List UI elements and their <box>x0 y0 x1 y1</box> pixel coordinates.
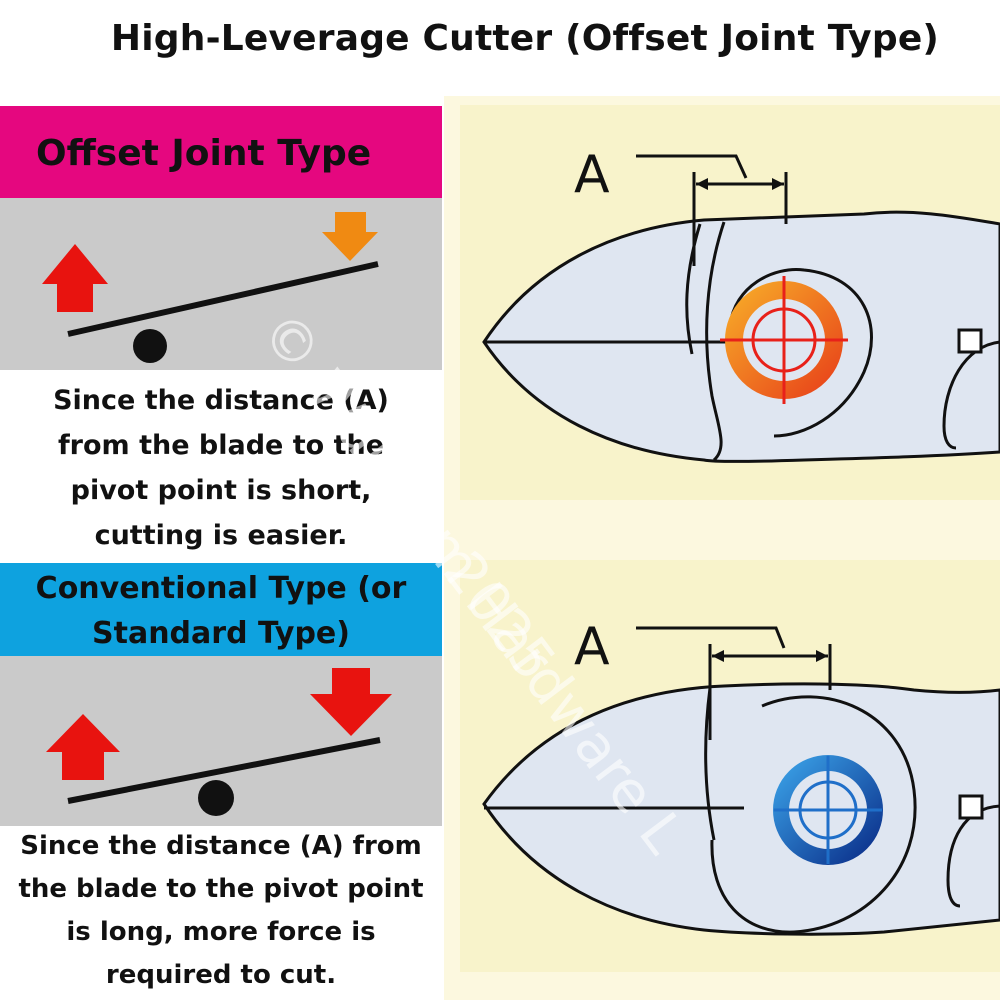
blade-edge-2 <box>705 221 726 462</box>
handle-notch <box>958 794 984 820</box>
conventional-lever-diagram <box>0 656 442 826</box>
offset-header: Offset Joint Type <box>0 106 442 198</box>
up-arrow-icon <box>46 714 120 780</box>
up-arrow-icon <box>42 244 108 312</box>
lever-beam <box>67 737 381 804</box>
normal-type-badge <box>773 755 883 865</box>
pivot-joint <box>728 268 873 438</box>
down-arrow-icon <box>310 668 392 736</box>
lever-beam <box>67 261 379 337</box>
down-arrow-icon <box>322 212 378 261</box>
conventional-description: Since the distance (A) from the blade to… <box>18 831 424 990</box>
conventional-header: Conventional Type (or Standard Type) <box>0 563 442 656</box>
dimension-label-a: A <box>574 617 610 677</box>
dimension-leader <box>636 626 786 649</box>
pivot-joint <box>710 695 917 934</box>
offset-lever-diagram <box>0 198 442 370</box>
high-leverage-badge <box>720 276 848 404</box>
dimension-leader <box>636 154 748 179</box>
page-title: High-Leverage Cutter (Offset Joint Type) <box>110 18 940 59</box>
offset-description: Since the distance (A) from the blade to… <box>53 385 389 551</box>
fulcrum <box>133 329 167 363</box>
offset-cutter-diagram: A <box>444 96 1000 516</box>
blade-edge <box>704 687 716 841</box>
dimension-label-a: A <box>574 145 610 205</box>
handle-notch <box>957 328 983 354</box>
conventional-cutter-diagram: A <box>444 540 1000 1000</box>
fulcrum <box>198 780 234 816</box>
